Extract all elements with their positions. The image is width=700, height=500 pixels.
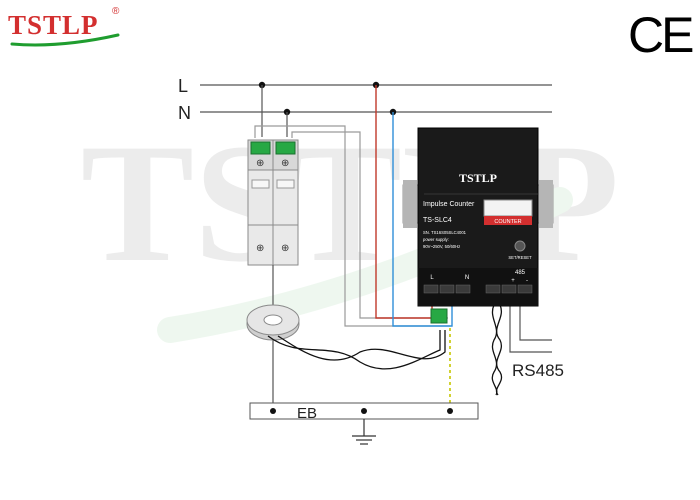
ce-mark: CE bbox=[628, 7, 693, 63]
port-485-label: 485 bbox=[515, 270, 526, 276]
counter-green-connector bbox=[430, 308, 448, 324]
ct-ring-hole bbox=[263, 314, 283, 326]
screw-icon: ⊕ bbox=[281, 158, 289, 169]
logo-text: TSTLP bbox=[8, 10, 99, 40]
din-rail-end bbox=[539, 180, 553, 228]
earth-bar-dot bbox=[447, 408, 453, 414]
counter-display-label-bar bbox=[484, 216, 532, 225]
port-minus-label: - bbox=[526, 278, 528, 284]
counter-serial: SN. TS16S05SLC4001 bbox=[423, 230, 467, 235]
din-rail-end bbox=[403, 180, 417, 228]
screw-icon: ⊕ bbox=[256, 158, 264, 169]
spd-indicator-window bbox=[276, 179, 295, 189]
counter-brand: TSTLP bbox=[459, 171, 497, 185]
set-reset-button[interactable] bbox=[514, 240, 526, 252]
logo: TSTLP ® bbox=[8, 6, 120, 47]
logo-swoosh bbox=[10, 33, 120, 47]
surge-protective-device: ⊕ ⊕ ⊕ ⊕ bbox=[247, 139, 299, 266]
current-transformer bbox=[246, 304, 300, 341]
neutral-label: N bbox=[178, 103, 191, 123]
twisted-pair-ct bbox=[267, 330, 446, 370]
port-plus-label: + bbox=[511, 278, 515, 284]
live-label: L bbox=[178, 76, 188, 96]
earth-bar-dot bbox=[270, 408, 276, 414]
counter-terminals bbox=[423, 284, 533, 294]
spd-green-terminal bbox=[275, 141, 296, 155]
counter-supply-value: 90V~250V, 50/60Hz bbox=[423, 244, 460, 249]
twisted-pair-rs485 bbox=[491, 304, 503, 396]
screw-icon: ⊕ bbox=[256, 243, 264, 254]
impulse-counter: TSTLP Impulse Counter TS-SLC4 SN. TS16S0… bbox=[417, 127, 539, 324]
counter-title: Impulse Counter bbox=[423, 201, 475, 208]
ground-icon bbox=[352, 419, 376, 445]
spd-feed-wires bbox=[261, 85, 288, 137]
counter-display-label: COUNTER bbox=[494, 219, 521, 225]
counter-supply-label: power supply: bbox=[423, 237, 449, 242]
spd-indicator-window bbox=[251, 179, 270, 189]
rs485-label: RS485 bbox=[512, 361, 564, 380]
counter-display bbox=[483, 199, 533, 217]
screw-icon: ⊕ bbox=[281, 243, 289, 254]
spd-green-terminal bbox=[250, 141, 271, 155]
earth-bar: EB bbox=[249, 402, 479, 422]
terminal-n-label: N bbox=[465, 275, 469, 281]
terminal-l-label: L bbox=[430, 275, 434, 281]
earth-bar-label: EB bbox=[297, 405, 317, 422]
logo-registered-mark: ® bbox=[112, 6, 120, 17]
earth-bar-dot bbox=[361, 408, 367, 414]
counter-model: TS-SLC4 bbox=[423, 217, 452, 224]
set-reset-label: SET/RESET bbox=[508, 255, 532, 260]
rs485-lines bbox=[509, 300, 552, 353]
